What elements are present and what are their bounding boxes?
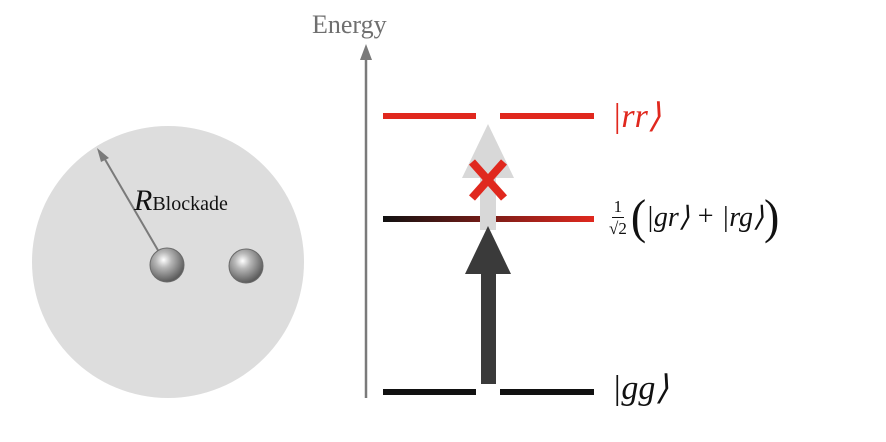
prefactor: 1 √2 [609, 198, 627, 237]
state-superposition-label: 1 √2 ( |gr⟩ + |rg⟩ ) [609, 189, 780, 244]
allowed-arrow-shaft [481, 268, 496, 384]
energy-axis-label: Energy [312, 10, 387, 39]
ket-rr: |rr⟩ [612, 98, 662, 135]
state-rr-label: |rr⟩ [612, 96, 661, 136]
blockade-radius-line [102, 155, 167, 265]
ket-gr: |gr⟩ [646, 202, 690, 233]
open-paren: ( [630, 189, 647, 244]
blocked-arrow-head [462, 124, 514, 178]
atom-right [228, 248, 264, 284]
blockade-radius-arrowhead [97, 148, 109, 162]
allowed-arrow-head [465, 226, 511, 274]
ket-rg: |rg⟩ [721, 202, 764, 233]
close-paren: ) [763, 189, 780, 244]
cross-icon [469, 159, 507, 201]
ket-gg: |gg⟩ [612, 370, 669, 407]
blockade-radius-label: RBlockade [134, 184, 228, 218]
prefactor-numerator: 1 [611, 196, 625, 218]
state-gg-label: |gg⟩ [612, 368, 669, 408]
atom-left [149, 247, 185, 283]
radius-symbol: R [134, 184, 153, 217]
radius-subscript: Blockade [152, 193, 228, 215]
prefactor-denominator: √2 [609, 218, 627, 238]
plus-sign: + [697, 201, 714, 232]
energy-axis-arrowhead [360, 44, 372, 60]
